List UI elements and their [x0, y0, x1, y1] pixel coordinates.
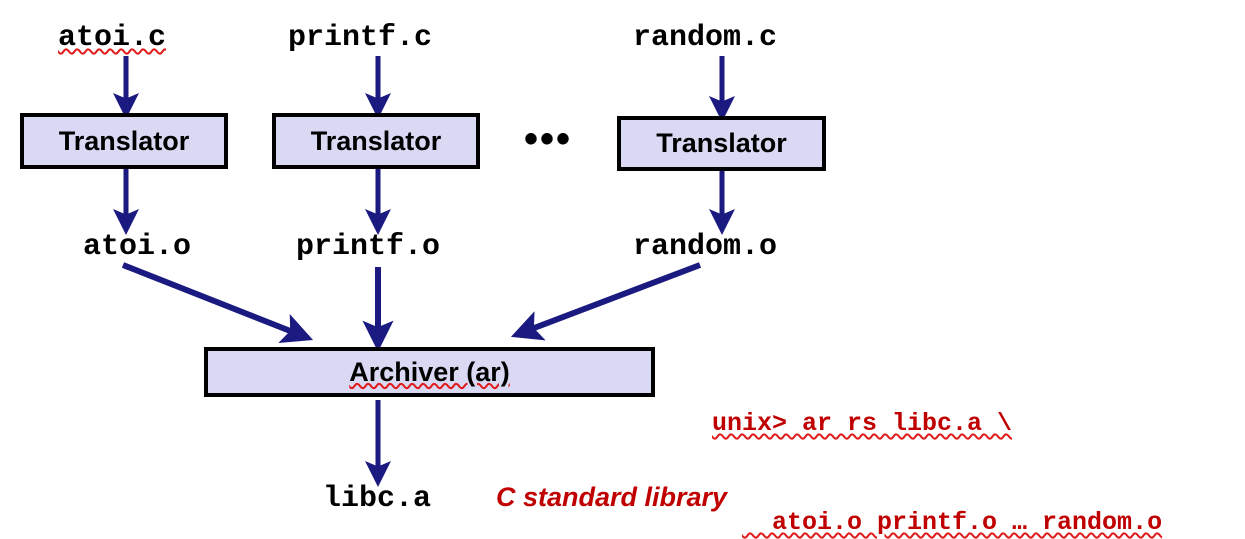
output-file-libc-a: libc.a: [323, 482, 432, 516]
translator-box-1-label: Translator: [58, 125, 190, 156]
object-file-random-o: random.o: [633, 230, 778, 264]
source-file-atoi-c: atoi.c: [58, 21, 167, 55]
shell-command-line-2-text: atoi.o printf.o … random.o: [742, 508, 1163, 537]
translator-box-3[interactable]: Translator: [617, 116, 826, 171]
object-file-atoi-o: atoi.o: [83, 230, 192, 264]
shell-command-line-1: unix> ar rs libc.a \: [712, 407, 1162, 440]
arrow-random-o-to-archiver: [510, 262, 702, 341]
shell-command-line-1-text: unix> ar rs libc.a \: [712, 409, 1013, 438]
shell-command-line-2: atoi.o printf.o … random.o: [712, 506, 1162, 539]
translator-box-1[interactable]: Translator: [20, 113, 228, 169]
translator-box-2-label: Translator: [310, 125, 442, 156]
source-file-printf-c: printf.c: [288, 21, 433, 55]
arrow-atoi-o-to-archiver: [121, 262, 314, 344]
source-file-random-c: random.c: [633, 21, 778, 55]
caption-c-standard-library: C standard library: [496, 482, 728, 512]
ellipsis-icon: •••: [524, 117, 573, 161]
archiver-box-label: Archiver (ar): [349, 356, 510, 387]
archiver-box[interactable]: Archiver (ar): [204, 347, 655, 397]
object-file-printf-o: printf.o: [296, 230, 441, 264]
shell-command-block: unix> ar rs libc.a \ atoi.o printf.o … r…: [712, 341, 1162, 539]
translator-box-2[interactable]: Translator: [272, 113, 480, 169]
translator-box-3-label: Translator: [656, 128, 787, 158]
